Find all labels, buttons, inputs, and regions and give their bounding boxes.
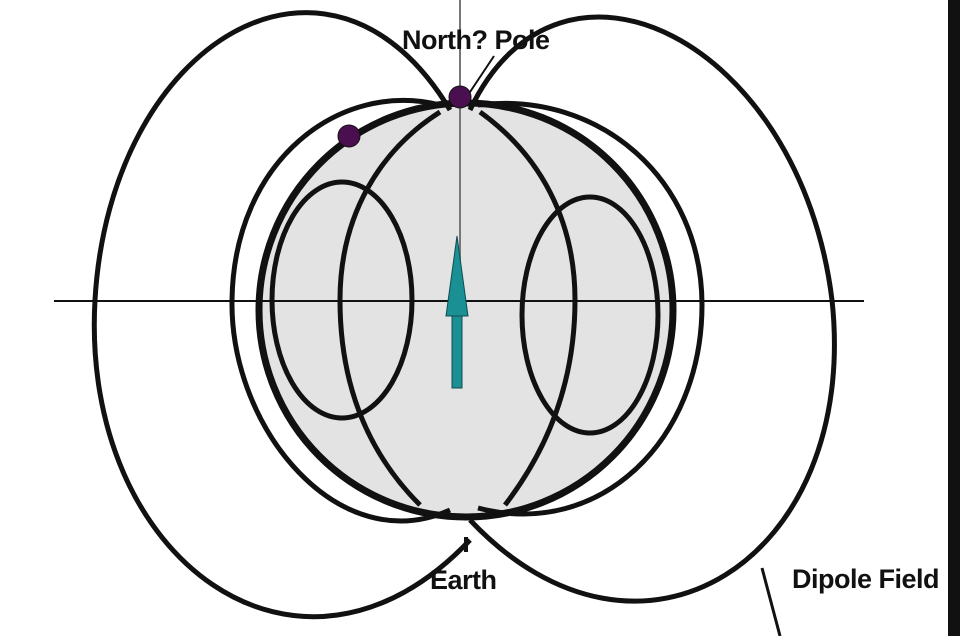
field-line-near-axis-left [337, 109, 442, 507]
field-loop-inner-right [519, 194, 661, 436]
north-pole-label: North? Pole [402, 25, 550, 55]
north-pole-marker [448, 85, 472, 109]
field-line-mid-right [477, 101, 705, 517]
field-line-mid-left [229, 98, 452, 524]
magnetic-pole-marker [337, 124, 361, 148]
dipole-field-label: Dipole Field [792, 564, 939, 594]
north-pole-leader [467, 55, 495, 96]
earth-label: Earth [430, 565, 497, 595]
right-border [948, 0, 960, 636]
field-loop-inner-left [269, 179, 415, 421]
field-line-outer-left [91, 10, 472, 620]
field-line-near-axis-right [478, 109, 578, 507]
compass-needle [445, 235, 469, 389]
dipole-field-leader [760, 567, 782, 636]
field-line-outer-right [467, 14, 837, 604]
